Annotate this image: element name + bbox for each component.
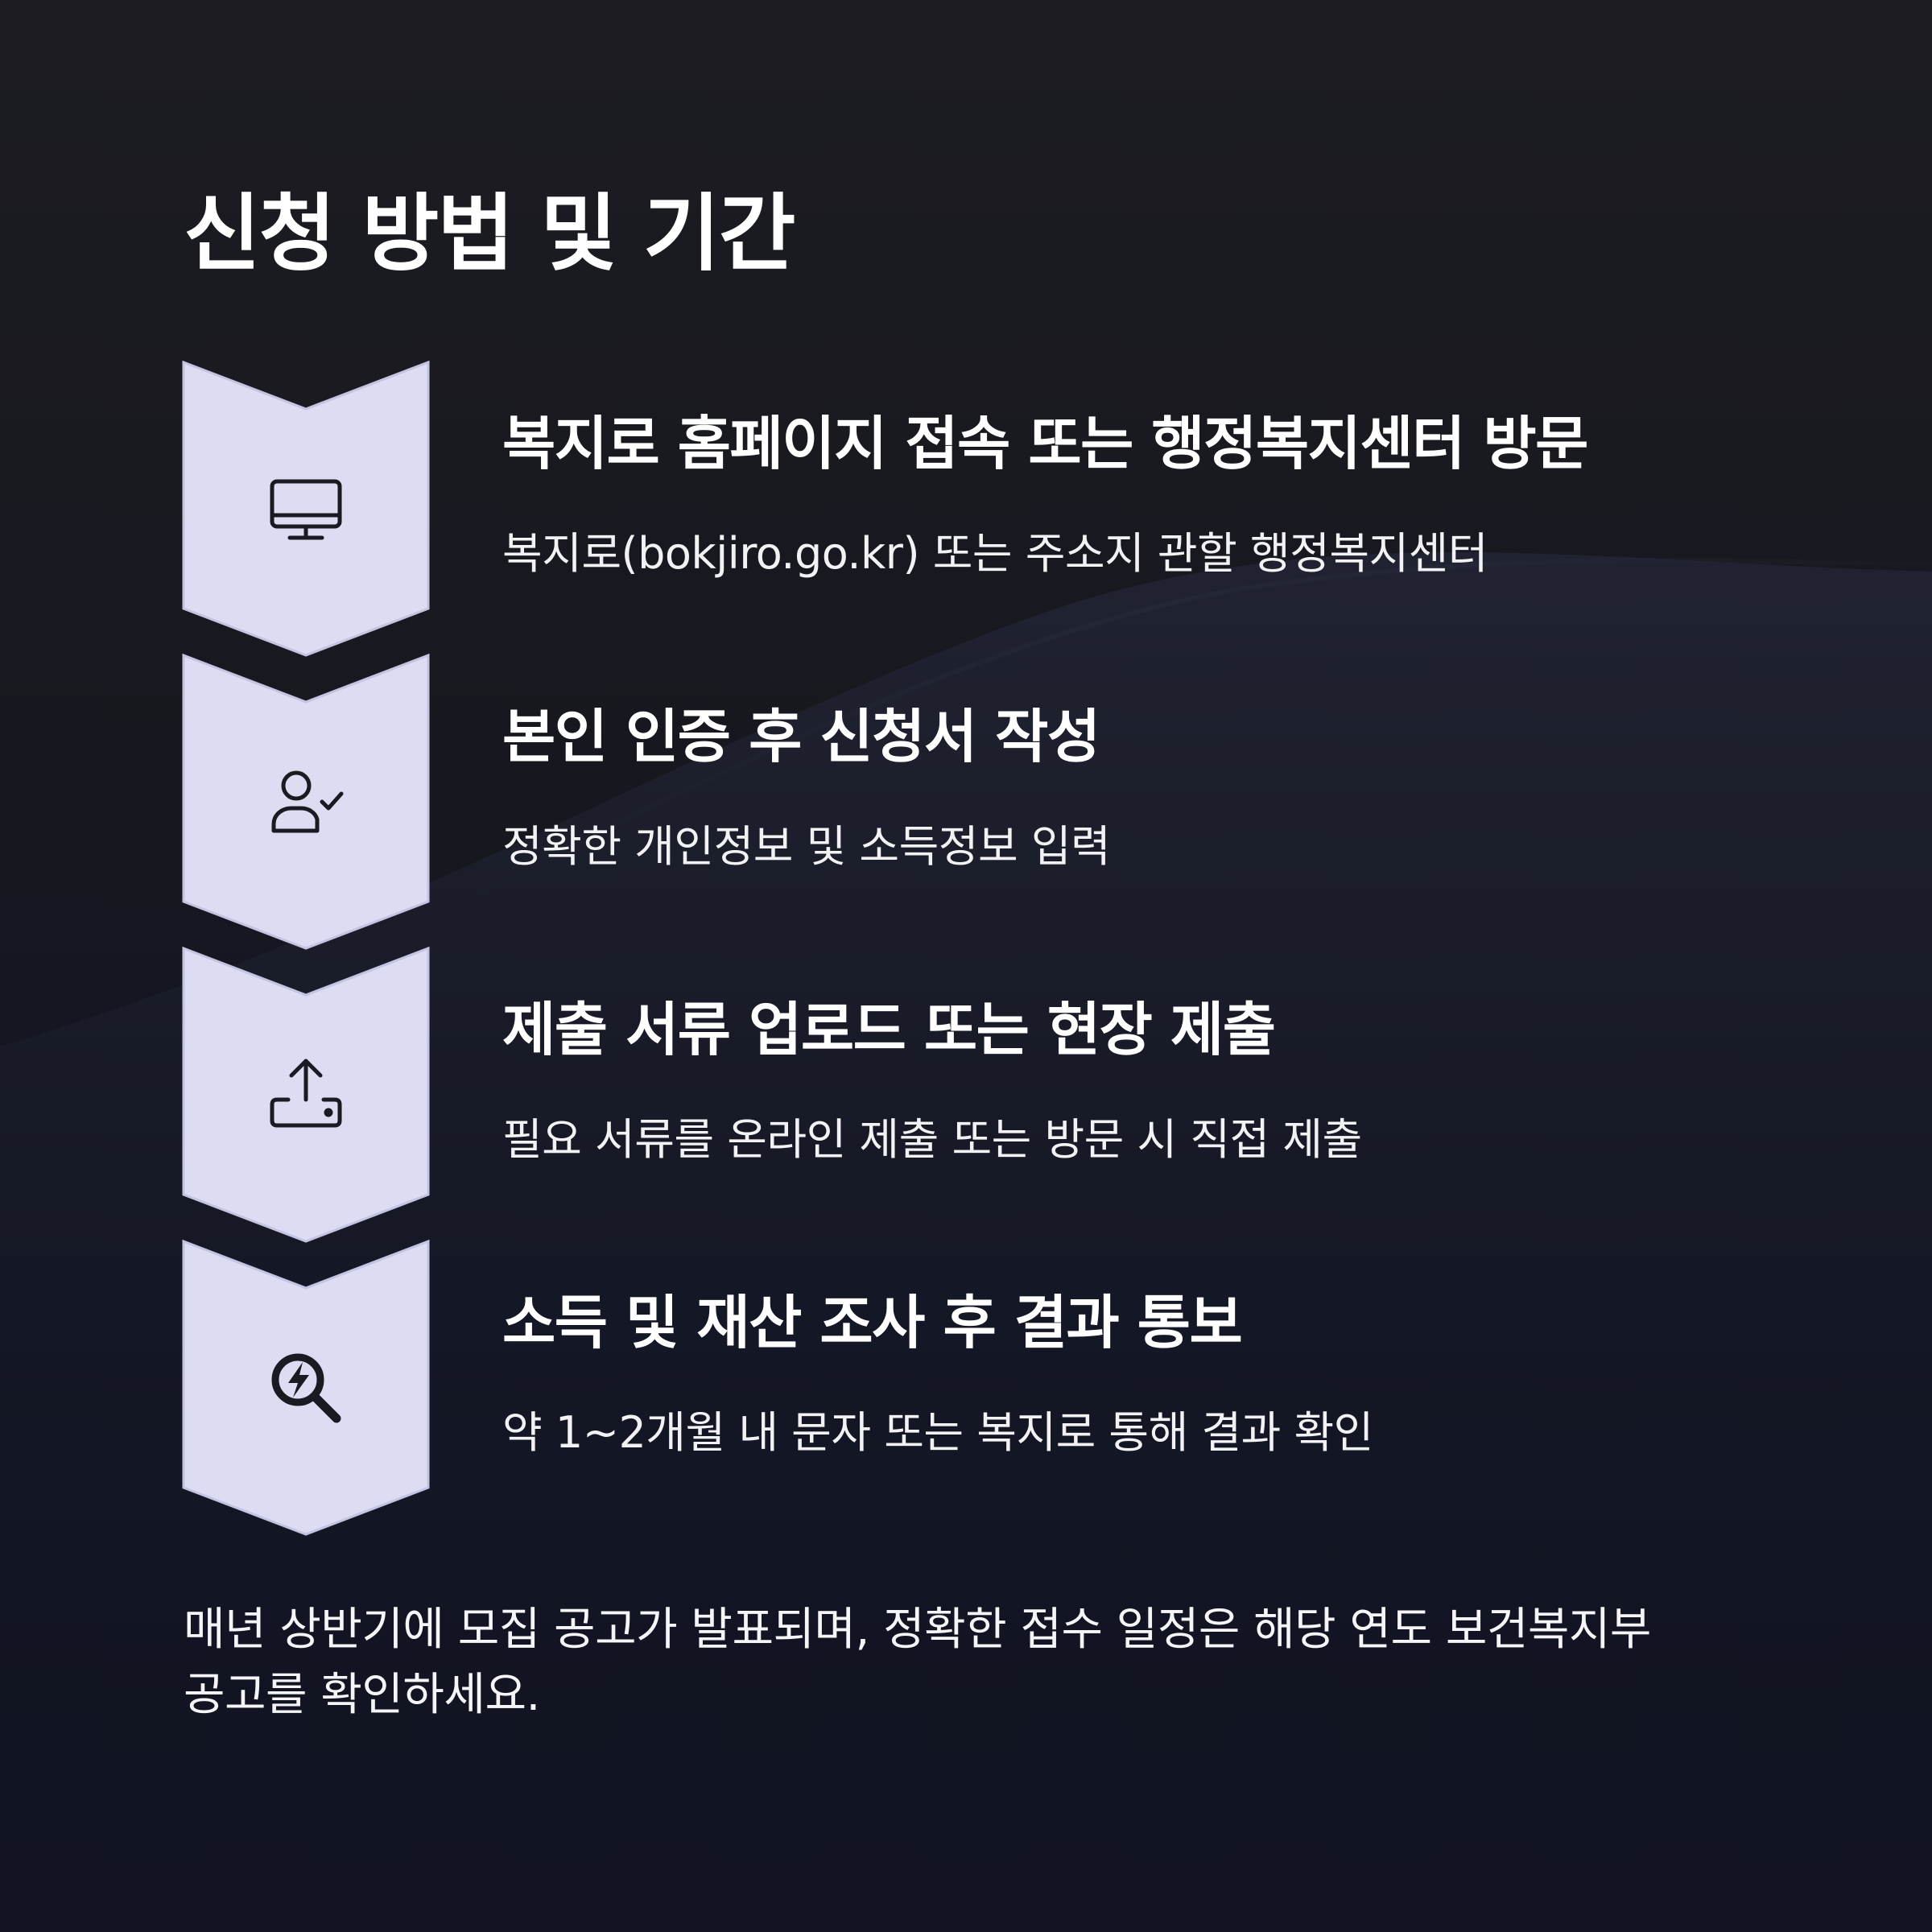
step-2-title: 본인 인증 후 신청서 작성	[502, 703, 1100, 770]
step-4-chevron	[182, 1240, 430, 1536]
step-1-desc: 복지로(bokjiro.go.kr) 또는 주소지 관할 행정복지센터	[502, 528, 1488, 579]
step-2-desc: 정확한 개인정보 및 소득정보 입력	[502, 821, 1111, 872]
step-1-chevron	[182, 361, 430, 657]
notice-text: 매년 상반기에 모집 공고가 발표되며, 정확한 접수 일정은 해당 연도 보건…	[184, 1597, 1794, 1728]
notice-line-1: 매년 상반기에 모집 공고가 발표되며, 정확한 접수 일정은 해당 연도 보건…	[184, 1604, 1651, 1656]
step-1-title: 복지로 홈페이지 접속 또는 행정복지센터 방문	[502, 410, 1588, 477]
chevron-shape	[182, 361, 430, 657]
step-2-chevron	[182, 654, 430, 950]
notice-line-2: 공고를 확인하세요.	[184, 1669, 540, 1722]
monitor-icon	[270, 479, 342, 540]
chevron-shape	[182, 654, 430, 950]
step-4-title: 소득 및 재산 조사 후 결과 통보	[502, 1289, 1243, 1356]
step-3-desc: 필요 서류를 온라인 제출 또는 방문 시 직접 제출	[502, 1114, 1362, 1165]
user-check-icon	[271, 770, 344, 833]
page-title: 신청 방법 및 기간	[184, 184, 795, 283]
step-4-desc: 약 1~2개월 내 문자 또는 복지로 통해 결과 확인	[502, 1407, 1373, 1458]
upload-icon	[270, 1059, 342, 1128]
search-bolt-icon	[271, 1353, 341, 1423]
step-3-chevron	[182, 947, 430, 1243]
chevron-shape	[182, 1240, 430, 1536]
step-3-title: 제출 서류 업로드 또는 현장 제출	[502, 996, 1276, 1063]
